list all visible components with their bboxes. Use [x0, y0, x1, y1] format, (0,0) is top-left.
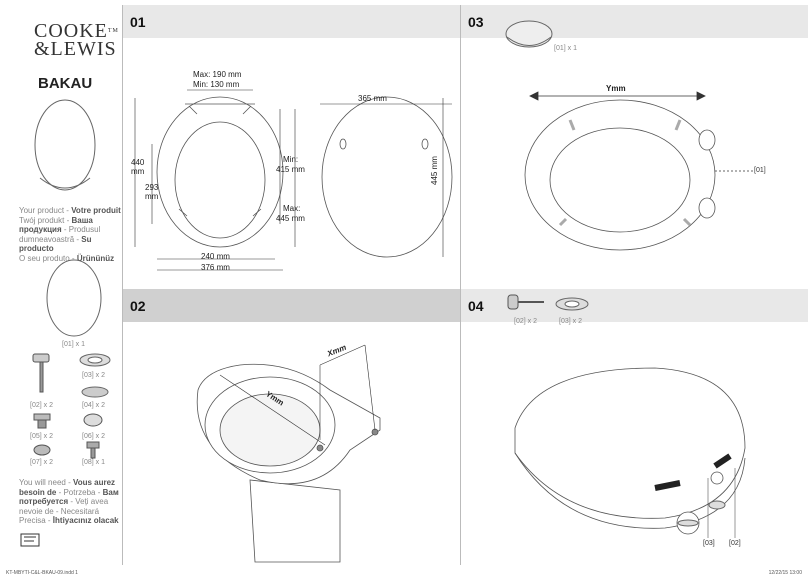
panel-02-header: 02 [123, 289, 460, 322]
tools-description: You will need - Vous aurez besoin de - P… [19, 478, 119, 525]
part-06-label: [06] x 2 [82, 433, 105, 440]
part-04-nut-icon [81, 386, 109, 398]
footer-date: 12/22/15 13:00 [768, 570, 802, 576]
dim-365: 365 mm [358, 94, 387, 103]
sidebar: COOKETM &LEWIS BAKAU Your product - Votr… [0, 0, 122, 579]
product-image-seat [34, 99, 96, 191]
part-08-label: [08] x 1 [82, 459, 105, 466]
step3-seat-icon [505, 20, 553, 48]
dim-440-unit: mm [131, 167, 145, 176]
dim-max-445-value: 445 mm [276, 214, 305, 223]
step4-callout-02: [02] [729, 540, 741, 547]
part-02-hinge-icon [32, 353, 50, 393]
part-02-label: [02] x 2 [30, 402, 53, 409]
tool-icon [20, 533, 40, 547]
panel-04-header: 04 [461, 289, 808, 322]
product-name: BAKAU [38, 75, 93, 92]
dim-445: 445 mm [430, 156, 439, 185]
step4-callout-03: [03] [703, 540, 715, 547]
dim-293-unit: mm [145, 192, 159, 201]
toilet-bowl-drawing [196, 344, 381, 563]
step4-part-03-label: [03] x 2 [559, 318, 582, 325]
seat-dimension-drawing [134, 89, 453, 271]
part-03-washer-icon [79, 353, 111, 367]
dim-240: 240 mm [201, 252, 230, 261]
part-01-seat-icon [46, 259, 102, 337]
panel-01-header: 01 [123, 5, 460, 38]
dim-max-190: Max: 190 mm [193, 70, 242, 79]
dim-293-value: 293 [145, 183, 159, 192]
step4-hinge-icon [507, 294, 544, 310]
dim-min-415-label: Min: [283, 155, 299, 164]
dim-376: 376 mm [201, 263, 230, 272]
step3-part-label: [01] x 1 [554, 45, 577, 52]
dim-ymm-seat: Ymm [606, 84, 626, 93]
part-06-cap-icon [83, 413, 103, 427]
part-05-label: [05] x 2 [30, 433, 53, 440]
dim-min-415-value: 415 mm [276, 165, 305, 174]
panel-01-number: 01 [130, 14, 146, 30]
part-07-label: [07] x 2 [30, 459, 53, 466]
dim-max-445-label: Max: [283, 204, 301, 213]
part-01-label: [01] x 1 [62, 341, 85, 348]
part-05-bracket-icon [33, 413, 51, 429]
seat-ring-drawing [524, 91, 755, 251]
panel-02-number: 02 [130, 298, 146, 314]
divider-center [460, 5, 461, 565]
divider-sidebar [122, 5, 123, 565]
dim-440-value: 440 [131, 158, 145, 167]
seat-installed-drawing [514, 367, 746, 538]
part-04-label: [04] x 2 [82, 402, 105, 409]
panel-03-number: 03 [468, 14, 484, 30]
step4-washer-icon [555, 297, 589, 311]
dim-min-130: Min: 130 mm [193, 80, 240, 89]
part-08-bolt-icon [86, 441, 100, 459]
panel-04-number: 04 [468, 298, 484, 314]
brand-logo: COOKETM &LEWIS [34, 20, 119, 60]
step4-part-02-label: [02] x 2 [514, 318, 537, 325]
step3-callout-01: [01] [754, 167, 766, 174]
product-description: Your product - Votre produit Twój produk… [19, 206, 121, 263]
part-03-label: [03] x 2 [82, 372, 105, 379]
footer-file: KT-MBYTI-C&L-BKAU-09.indd 1 [6, 570, 78, 576]
part-07-spacer-icon [33, 444, 51, 456]
